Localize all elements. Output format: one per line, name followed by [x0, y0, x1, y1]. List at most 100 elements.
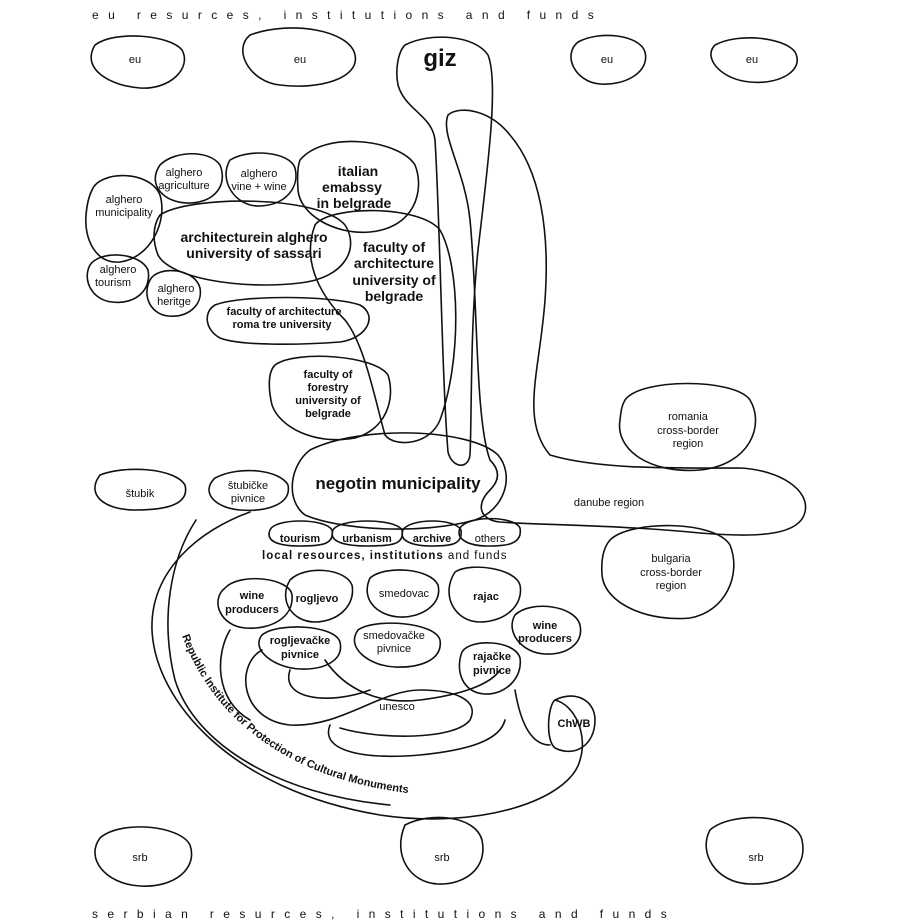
alghero-vine-line-1: alghero — [241, 168, 278, 180]
alghero-agriculture-line-1: alghero — [166, 167, 203, 179]
faculty-architecture-belgrade-line-2: architecture — [354, 255, 434, 271]
urbanism-label: urbanism — [342, 533, 392, 545]
forestry-line-2: forestry — [308, 382, 350, 394]
srb-label-3: srb — [748, 852, 763, 864]
archive-pill: archive — [401, 520, 462, 547]
faculty-architecture-belgrade-blob: faculty of architecture university of be… — [309, 209, 457, 444]
alghero-tourism-line-2: tourism — [95, 277, 131, 289]
unesco-loop: unesco — [219, 629, 551, 758]
faculty-architecture-belgrade-line-4: belgrade — [365, 288, 424, 304]
bulgaria-blob: bulgaria cross-border region — [600, 524, 735, 620]
stubik-label: štubik — [126, 488, 155, 500]
rajacke-pivnice-blob: rajačke pivnice — [458, 642, 522, 695]
negotin-blob: negotin municipality — [291, 432, 507, 530]
italian-embassy-line-2: emabssy — [322, 179, 382, 195]
urbanism-pill: urbanism — [331, 520, 404, 547]
alghero-tourism-line-1: alghero — [100, 264, 137, 276]
wine-producers-left-line-1: wine — [239, 590, 264, 602]
alghero-vine-line-2: vine + wine — [231, 181, 286, 193]
eu-blob-2: eu — [242, 27, 357, 87]
rogljevacke-line-2: pivnice — [281, 649, 319, 661]
srb-blob-3: srb — [705, 816, 804, 885]
unesco-label: unesco — [379, 701, 414, 713]
smedovac-label: smedovac — [379, 588, 430, 600]
republic-institute-loop — [151, 511, 596, 820]
alghero-heritge-line-1: alghero — [158, 283, 195, 295]
bulgaria-line-3: region — [656, 580, 687, 592]
romania-line-3: region — [673, 438, 704, 450]
faculty-architecture-belgrade-line-1: faculty of — [363, 239, 426, 255]
tourism-label: tourism — [280, 533, 321, 545]
rajac-blob: rajac — [448, 566, 522, 623]
chwb-label: ChWB — [558, 718, 591, 730]
eu-blob-3: eu — [570, 34, 647, 85]
negotin-label: negotin municipality — [315, 474, 481, 493]
rajacke-line-1: rajačke — [473, 651, 511, 663]
roma-tre-line-1: faculty of architecture — [227, 306, 342, 318]
smedovac-blob: smedovac — [366, 569, 440, 618]
giz-label: giz — [423, 45, 456, 72]
wine-producers-left-blob: wine producers — [217, 577, 293, 629]
alghero-municipality-line-1: alghero — [106, 194, 143, 206]
alghero-heritge-line-2: heritge — [157, 296, 191, 308]
forestry-blob: faculty of forestry university of belgra… — [268, 355, 392, 441]
alghero-municipality-blob: alghero municipality — [85, 174, 163, 263]
romania-line-1: romania — [668, 411, 709, 423]
stubicke-pivnice-line-1: štubičke — [228, 480, 268, 492]
italian-embassy-line-3: in belgrade — [317, 195, 392, 211]
architecture-alghero-line-2: university of sassari — [186, 245, 321, 261]
alghero-agriculture-blob: alghero agriculture — [154, 153, 224, 204]
others-pill: others — [458, 517, 521, 547]
wine-producers-right-line-1: wine — [532, 620, 557, 632]
eu-label-2: eu — [294, 54, 306, 66]
srb-blob-1: srb — [94, 826, 193, 887]
forestry-line-4: belgrade — [305, 408, 351, 420]
rajacke-line-2: pivnice — [473, 665, 511, 677]
alghero-tourism-blob: alghero tourism — [86, 254, 150, 304]
giz-blob: giz — [396, 36, 494, 466]
chwb-label-group: ChWB — [558, 718, 591, 730]
forestry-line-3: university of — [295, 395, 361, 407]
local-resources-rest: and funds — [444, 550, 508, 562]
roma-tre-line-2: roma tre university — [232, 319, 332, 331]
romania-blob: romania cross-border region — [618, 382, 757, 472]
srb-label-1: srb — [132, 852, 147, 864]
rogljevo-label: rogljevo — [296, 593, 339, 605]
rogljevacke-pivnice-blob: rogljevačke pivnice — [258, 626, 342, 670]
forestry-line-1: faculty of — [304, 369, 353, 381]
srb-label-2: srb — [434, 852, 449, 864]
stubicke-pivnice-line-2: pivnice — [231, 493, 265, 505]
alghero-vine-blob: alghero vine + wine — [225, 152, 297, 207]
eu-label-3: eu — [601, 54, 613, 66]
wine-producers-left-line-2: producers — [225, 604, 279, 616]
rogljevo-blob: rogljevo — [284, 569, 354, 623]
architecture-alghero-line-1: architecturein alghero — [180, 229, 327, 245]
bulgaria-line-2: cross-border — [640, 567, 702, 579]
others-label: others — [475, 533, 506, 545]
rajac-label: rajac — [473, 591, 499, 603]
rogljevacke-line-1: rogljevačke — [270, 635, 331, 647]
alghero-heritge-blob: alghero heritge — [146, 269, 202, 317]
roma-tre-blob: faculty of architecture roma tre univers… — [206, 296, 370, 346]
danube-blob: danube region — [445, 109, 807, 536]
local-resources-bold: local resources, institutions — [262, 550, 444, 562]
eu-label-4: eu — [746, 54, 758, 66]
faculty-architecture-belgrade-line-3: university of — [352, 272, 436, 288]
archive-label: archive — [413, 533, 452, 545]
wine-producers-right-line-2: producers — [518, 633, 572, 645]
stubicke-pivnice-blob: štubičke pivnice — [208, 469, 290, 512]
smedovacke-pivnice-blob: smedovačke pivnice — [353, 622, 441, 668]
italian-embassy-blob: italian emabssy in belgrade — [296, 140, 420, 234]
header-bottom: serbian resurces, institutions and funds — [92, 907, 676, 920]
romania-line-2: cross-border — [657, 425, 719, 437]
eu-blob-1: eu — [90, 35, 186, 89]
bulgaria-line-1: bulgaria — [651, 553, 691, 565]
local-resources-caption: local resources, institutions and funds — [262, 550, 507, 562]
srb-blob-2: srb — [399, 816, 484, 885]
header-top: eu resurces, institutions and funds — [92, 8, 603, 22]
danube-label: danube region — [574, 497, 644, 509]
eu-blob-4: eu — [710, 37, 798, 84]
tourism-pill: tourism — [268, 520, 334, 547]
alghero-agriculture-line-2: agriculture — [158, 180, 209, 192]
